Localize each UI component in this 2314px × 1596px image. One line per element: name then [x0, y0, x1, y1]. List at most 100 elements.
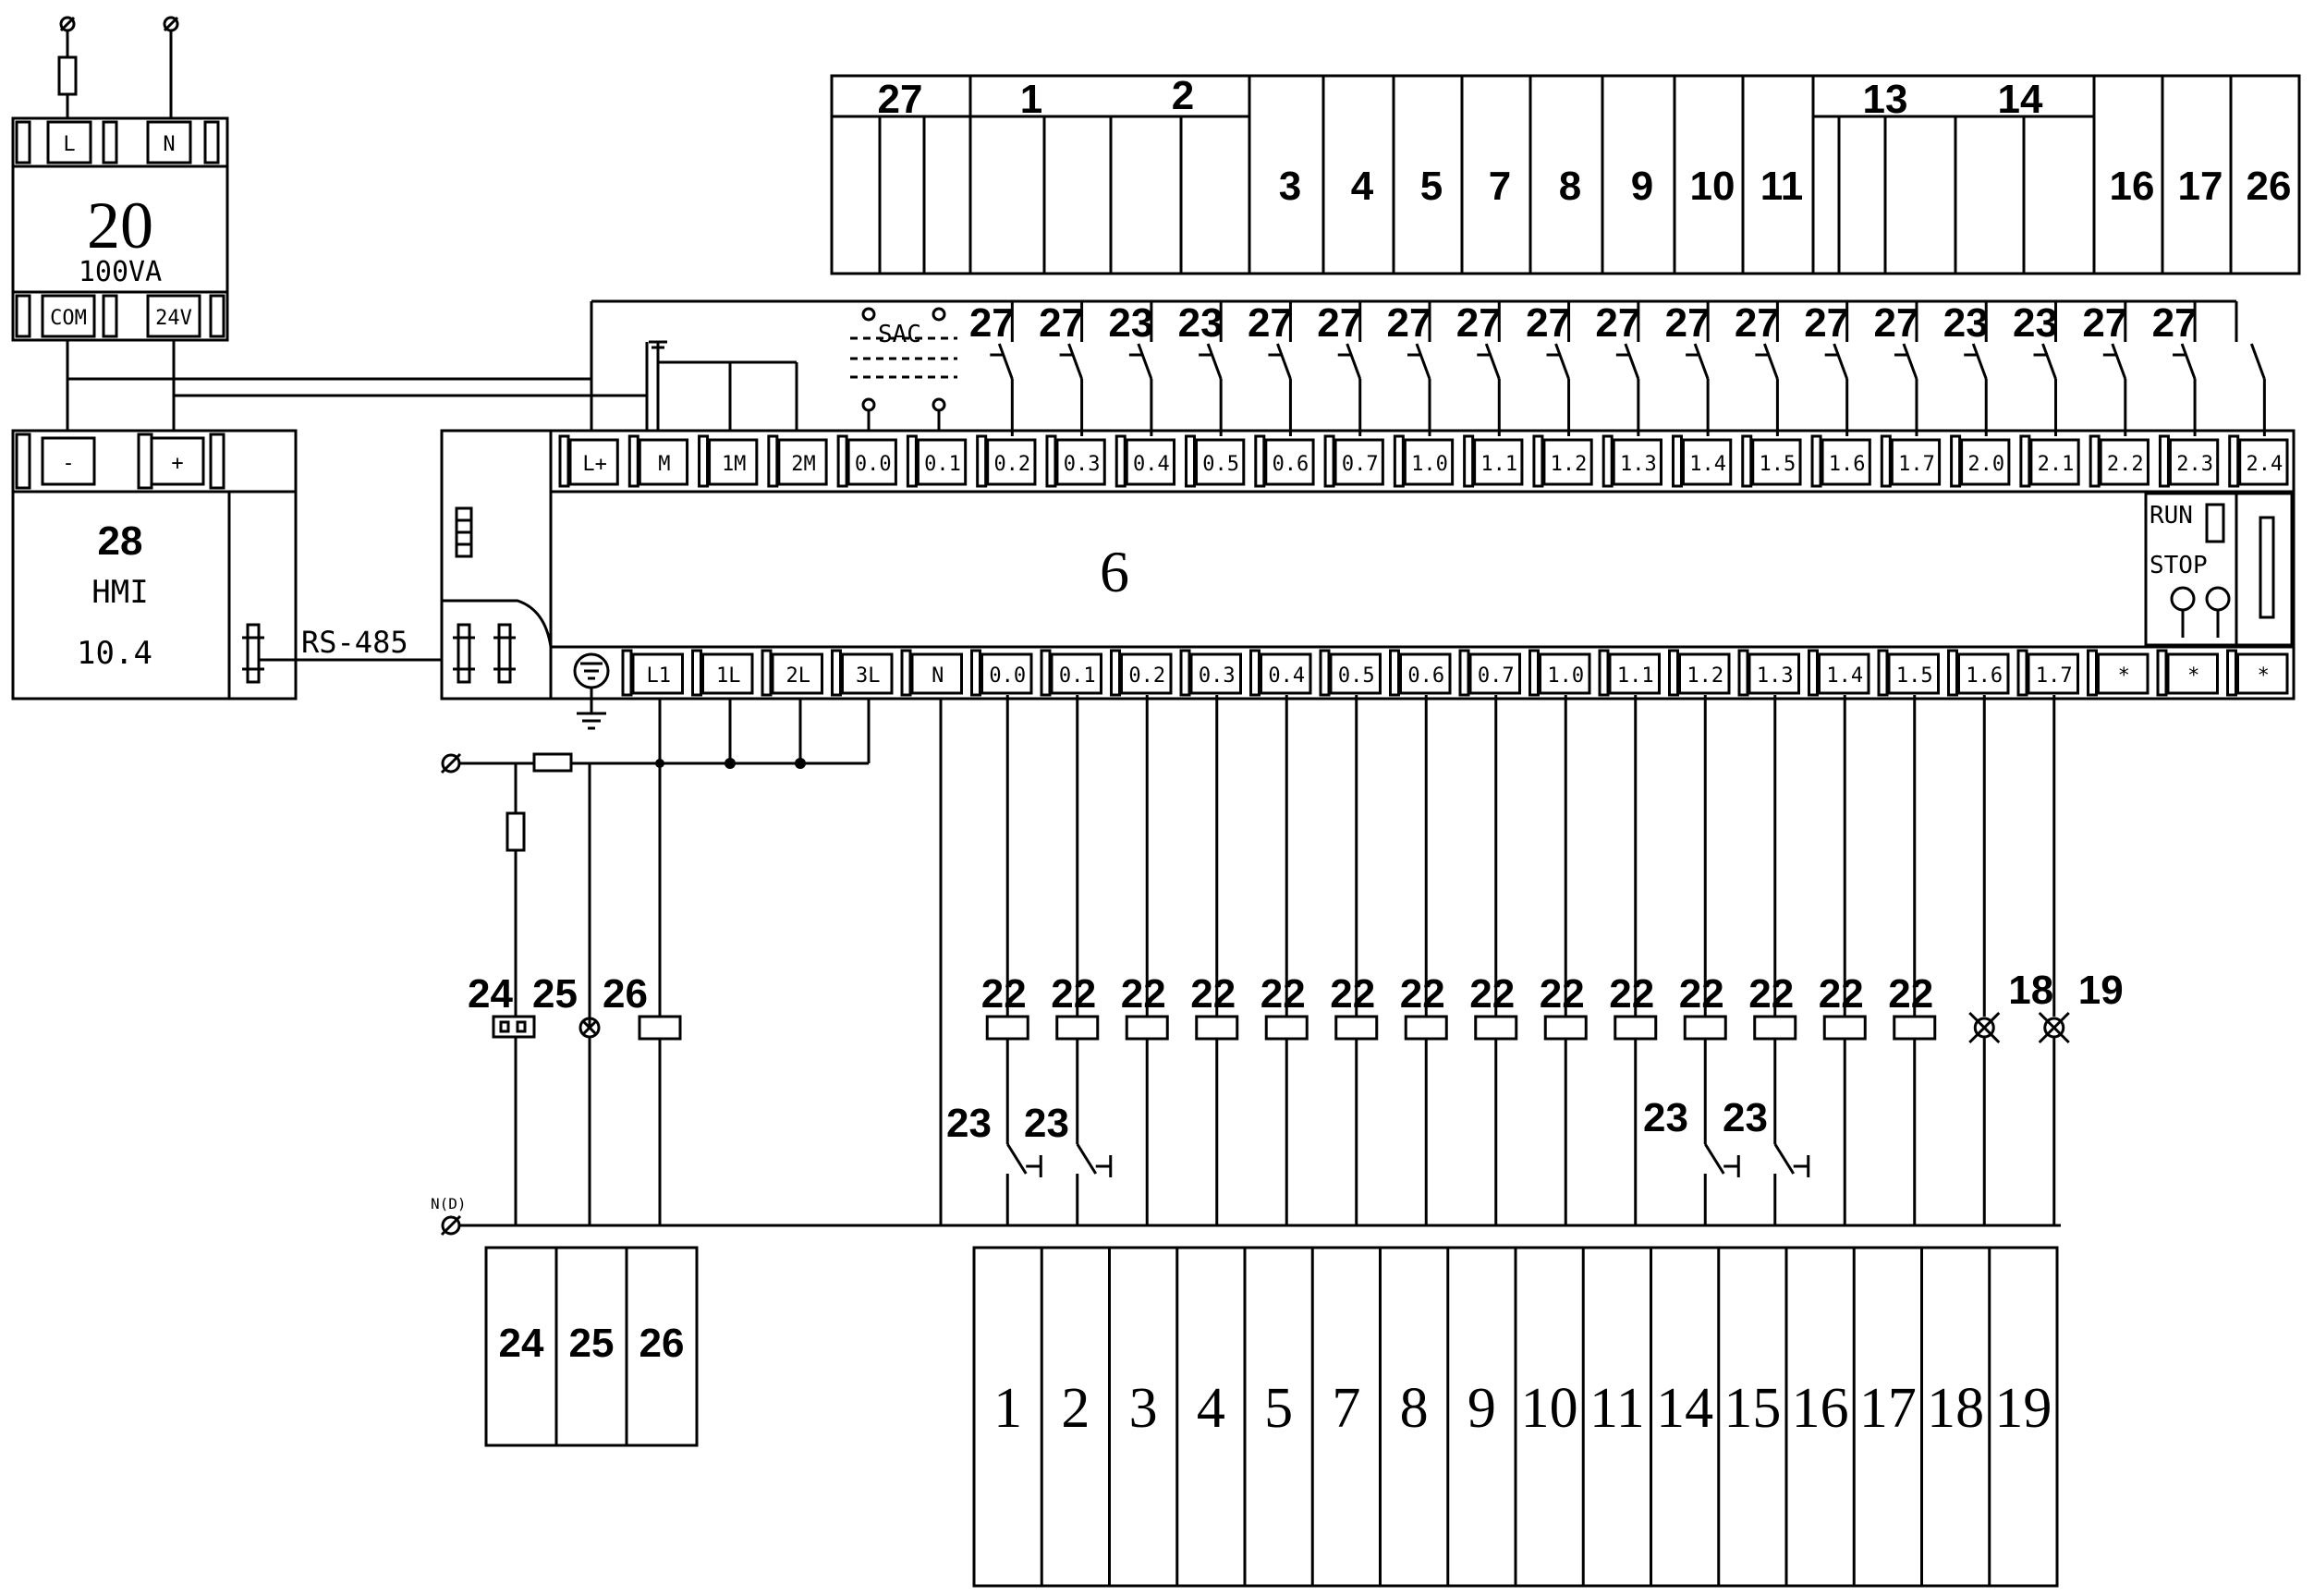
plc-input-terminal-label: 0.1 [924, 453, 961, 476]
plc-input-terminal-label: 0.6 [1273, 453, 1309, 476]
bottom-left-cell-label: 26 [639, 1321, 685, 1366]
input-switch-label: 27 [1665, 300, 1711, 346]
plc-input-terminal-label: 2.2 [2107, 453, 2144, 476]
input-switch-label: 27 [1804, 300, 1849, 346]
terminal-com-label: COM [50, 307, 87, 330]
plc-input-terminal-label: 0.5 [1202, 453, 1239, 476]
top-block-cell-label: 11 [1760, 164, 1804, 209]
terminal-n-label: N [163, 133, 175, 156]
plc-output-terminal-label: 1.6 [1966, 664, 2003, 688]
plc-output-terminal-label: 1.3 [1757, 664, 1794, 688]
plc-input-terminal-label: 1.1 [1480, 453, 1517, 476]
top-block-cell-label: 9 [1631, 164, 1653, 209]
bottom-right-cell-label: 15 [1723, 1377, 1781, 1440]
plc-output-terminal-label: 0.1 [1059, 664, 1096, 688]
input-switches: 272723232727272727272727272723232727 [969, 300, 2265, 436]
plc-input-terminal-label: 0.7 [1342, 453, 1379, 476]
relay-coil-icon [1266, 1017, 1307, 1039]
input-switch-label: 27 [1039, 300, 1084, 346]
relay-coil-icon [1894, 1017, 1935, 1039]
stop-label: STOP [2150, 552, 2208, 579]
plc-number: 6 [1100, 539, 1129, 604]
plc-input-terminal-label: 2.3 [2176, 453, 2213, 476]
top-group-label: 13 [1863, 77, 1908, 122]
plc-input-terminal-label: 1.2 [1551, 453, 1588, 476]
plc-output-terminal-label: N [932, 664, 944, 688]
relay-coil-label: 22 [1121, 971, 1166, 1017]
input-switch-label: 27 [1317, 300, 1362, 346]
indicator-lamp-label: 18 [2008, 968, 2053, 1013]
relay-coil-icon [1685, 1017, 1725, 1039]
hmi-panel: - + 28 HMI 10.4 [13, 431, 296, 699]
plc-input-terminal-label: 2.1 [2038, 453, 2075, 476]
bottom-right-cell-label: 19 [1994, 1377, 2052, 1440]
plc-output-terminal-label: 0.3 [1199, 664, 1236, 688]
top-block-cell-label: 8 [1559, 164, 1581, 209]
relay-coil-label: 22 [1261, 971, 1306, 1017]
rs485-label: RS-485 [301, 625, 408, 660]
relay-coil-icon [1057, 1017, 1098, 1039]
bottom-right-cell-label: 3 [1129, 1377, 1158, 1440]
bottom-right-block: 123457891011141516171819 [974, 1248, 2057, 1586]
input-switch-label: 27 [969, 300, 1015, 346]
plc-output-terminal-label: * [2258, 664, 2270, 688]
plc-output-terminal-label: L1 [647, 664, 672, 688]
interlock-label: 23 [1723, 1095, 1768, 1140]
top-group-label: 14 [1998, 77, 2043, 122]
power-supply: L N 20 100VA COM 24V [13, 18, 227, 340]
aux-label: 25 [532, 971, 578, 1017]
hmi-terminal-minus-label: - [62, 452, 74, 475]
plc-output-terminal-label: 1.1 [1617, 664, 1654, 688]
plc-input-terminal-label: 1.6 [1829, 453, 1866, 476]
relay-coil-icon [1336, 1017, 1377, 1039]
plc-input-terminal-label: 1.4 [1689, 453, 1726, 476]
plc-output-terminal-label: 1.2 [1687, 664, 1723, 688]
plc-output-terminal-label: 1.4 [1826, 664, 1863, 688]
relay-coil-label: 22 [1330, 971, 1375, 1017]
relay-coil-label: 22 [1051, 971, 1096, 1017]
bottom-left-cell-label: 25 [569, 1321, 615, 1366]
top-block-cell-label: 17 [2178, 164, 2223, 209]
top-block-cell-label: 10 [1690, 164, 1736, 209]
interlock-label: 23 [1024, 1101, 1069, 1146]
relay-coil-label: 22 [1540, 971, 1585, 1017]
relay-coil-icon [1197, 1017, 1237, 1039]
sac-label: SAC [878, 321, 921, 348]
bottom-right-cell-label: 17 [1859, 1377, 1917, 1440]
plc-input-terminal-label: 0.4 [1133, 453, 1170, 476]
terminal-l-label: L [63, 133, 75, 156]
plc-input-terminal-label: 1.3 [1620, 453, 1657, 476]
plc-input-terminal-label: 1.5 [1760, 453, 1796, 476]
indicator-lamp-label: 19 [2078, 968, 2124, 1013]
input-switch-label: 23 [1943, 300, 1989, 346]
relay-coil-icon [1615, 1017, 1656, 1039]
bottom-right-cell-label: 18 [1927, 1377, 1984, 1440]
hmi-terminal-plus-label: + [171, 452, 183, 475]
fuse-icon [507, 813, 524, 850]
relay-coil-icon [1476, 1017, 1516, 1039]
output-circuits: 22222222222222222222222222221819 [981, 695, 2124, 1225]
input-switch-label: 27 [2152, 300, 2198, 346]
plc-top-terminals: L+M1M2M0.00.10.20.30.40.50.60.71.01.11.2… [560, 436, 2287, 486]
relay-coil-icon [1406, 1017, 1446, 1039]
input-switch-label: 27 [1595, 300, 1640, 346]
bottom-right-cell-label: 4 [1197, 1377, 1225, 1440]
plc-output-terminal-label: 0.0 [989, 664, 1026, 688]
top-group-label: 2 [1172, 73, 1194, 118]
neutral-label: N(D) [431, 1195, 467, 1212]
plc-input-terminal-label: 2.0 [1967, 453, 2004, 476]
plc-output-terminal-label: 0.6 [1407, 664, 1444, 688]
relay-coil-icon [987, 1017, 1028, 1039]
plc-input-terminal-label: 2M [791, 453, 816, 476]
relay-coil-icon [1127, 1017, 1167, 1039]
plc-output-terminal-label: 1.7 [2036, 664, 2073, 688]
relay-coil-label: 22 [1609, 971, 1654, 1017]
bottom-right-cell-label: 8 [1400, 1377, 1429, 1440]
relay-coil-label: 22 [1469, 971, 1515, 1017]
input-switch-label: 27 [1526, 300, 1571, 346]
relay-coil-icon [1824, 1017, 1865, 1039]
input-switch-label: 27 [1248, 300, 1293, 346]
bottom-left-block: 242526 [486, 1248, 697, 1445]
run-label: RUN [2150, 502, 2193, 530]
